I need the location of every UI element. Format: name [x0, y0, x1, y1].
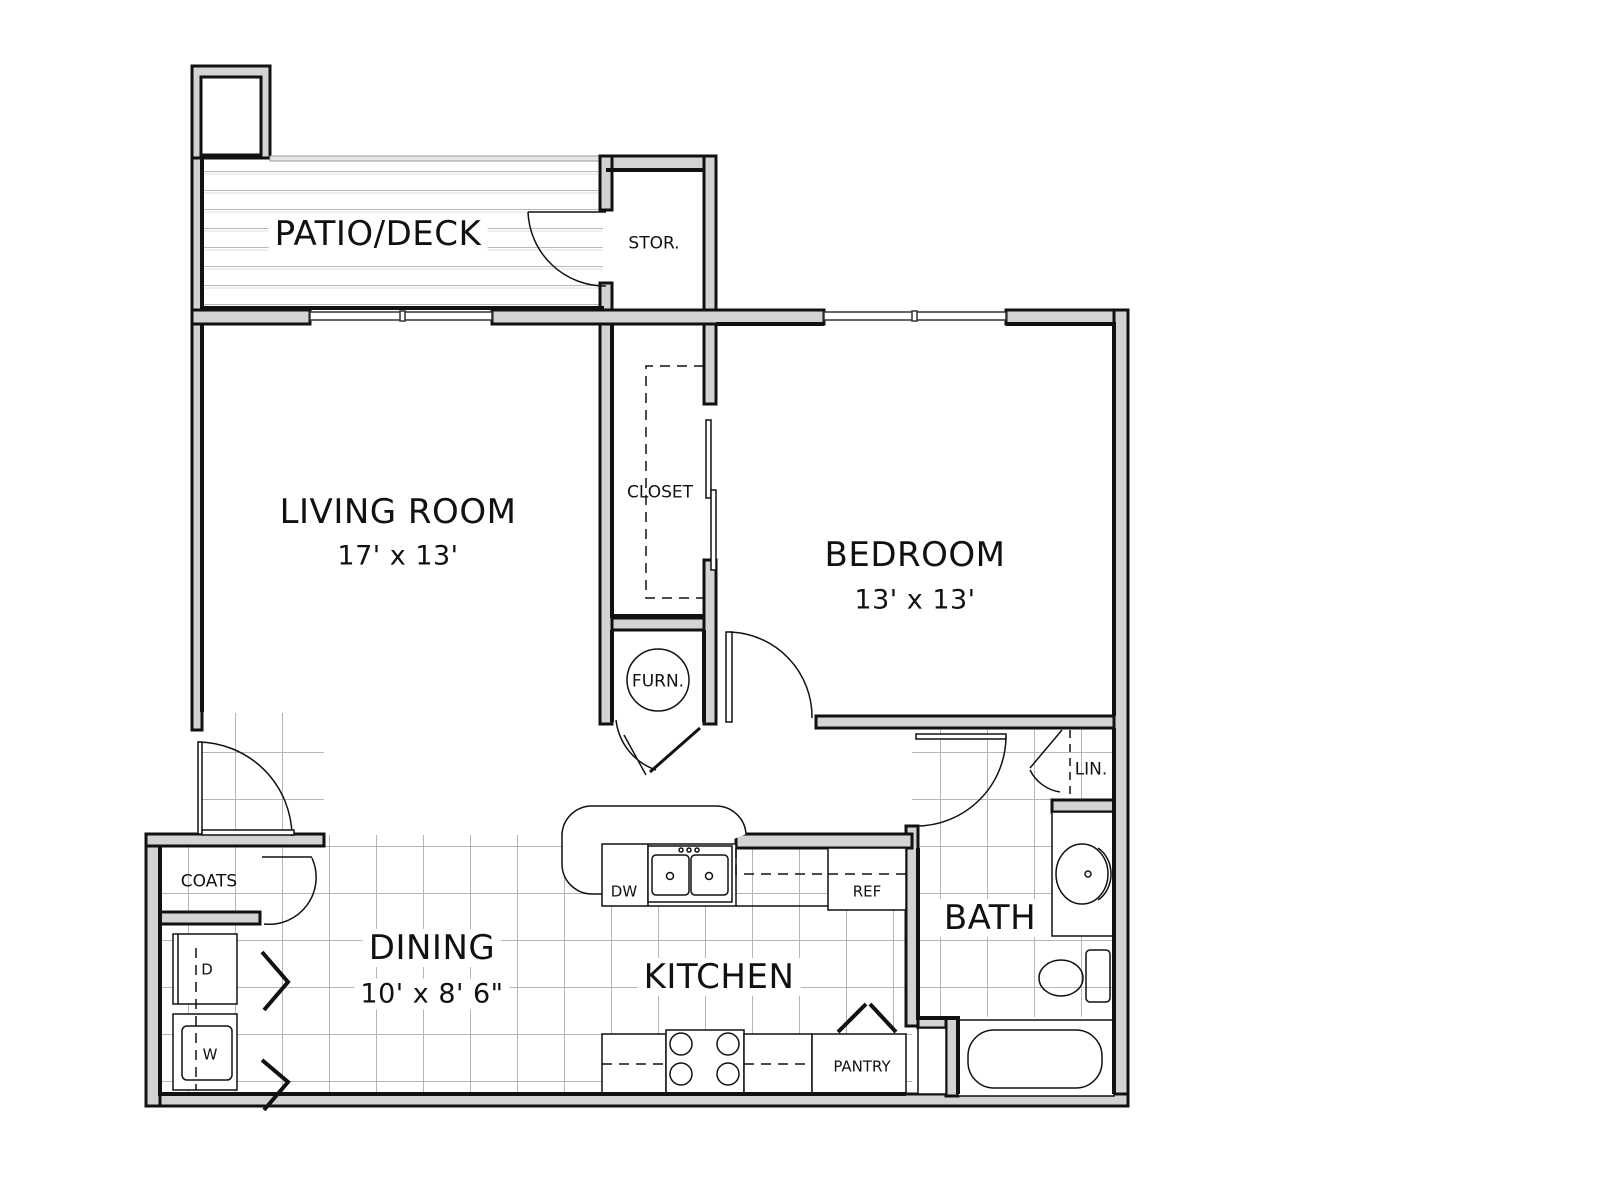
label-linen: LIN. [1074, 759, 1108, 780]
label-refrigerator: REF [852, 882, 882, 901]
label-kitchen: KITCHEN [637, 958, 801, 996]
label-patio-deck: PATIO/DECK [268, 215, 488, 253]
label-living-room: LIVING ROOM [279, 492, 517, 532]
label-bedroom-dims: 13' x 13' [854, 584, 976, 616]
label-dishwasher: DW [610, 882, 638, 901]
label-closet: CLOSET [626, 482, 694, 503]
label-storage: STOR. [628, 233, 680, 254]
label-dining: DINING [362, 929, 502, 967]
label-coats: COATS [180, 871, 238, 892]
label-bedroom: BEDROOM [824, 535, 1006, 575]
label-living-room-dims: 17' x 13' [337, 540, 459, 572]
label-furnace: FURN. [631, 671, 685, 692]
windows [309, 310, 1007, 322]
label-pantry: PANTRY [833, 1057, 891, 1076]
wall-inner-lines [158, 158, 1116, 1096]
label-bath: BATH [937, 899, 1043, 937]
label-dryer: D [201, 960, 213, 979]
label-dining-dims: 10' x 8' 6" [354, 978, 510, 1010]
fixture-lines [172, 211, 1115, 1112]
label-washer: W [202, 1045, 218, 1064]
